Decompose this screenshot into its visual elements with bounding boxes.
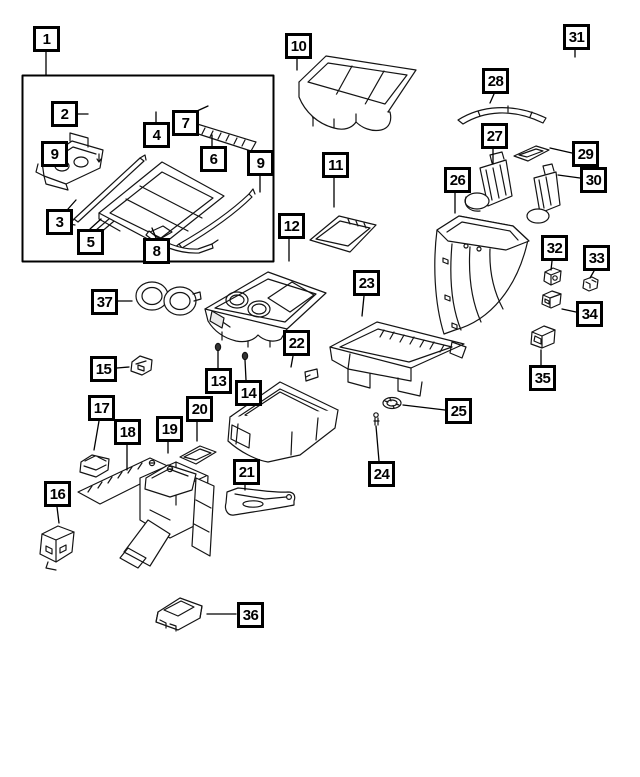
part-26-rear-panel — [434, 215, 530, 335]
callout-8[interactable]: 8 — [143, 238, 170, 264]
callout-4[interactable]: 4 — [143, 122, 170, 148]
part-33-clip — [582, 276, 599, 292]
callout-34[interactable]: 34 — [576, 301, 603, 327]
callout-23[interactable]: 23 — [353, 270, 380, 296]
callout-15[interactable]: 15 — [90, 356, 117, 382]
callout-37[interactable]: 37 — [91, 289, 118, 315]
callout-13[interactable]: 13 — [205, 368, 232, 394]
callout-9b[interactable]: 9 — [247, 150, 274, 176]
part-23-bin-lid-frame — [329, 321, 467, 397]
part-25-grommet — [382, 396, 402, 410]
callout-17[interactable]: 17 — [88, 395, 115, 421]
callout-32[interactable]: 32 — [541, 235, 568, 261]
callout-2[interactable]: 2 — [51, 101, 78, 127]
part-34-switch — [541, 290, 562, 309]
part-32-switch — [543, 267, 562, 286]
callout-12[interactable]: 12 — [278, 213, 305, 239]
part-13-fastener — [214, 342, 222, 352]
callout-18[interactable]: 18 — [114, 419, 141, 445]
leader-lines — [45, 49, 595, 615]
part-29-plate — [513, 145, 550, 162]
part-19-bracket — [144, 459, 197, 498]
callout-19[interactable]: 19 — [156, 416, 183, 442]
part-8-console-frame — [98, 161, 225, 247]
part-10-console-lid — [298, 55, 417, 132]
callout-21[interactable]: 21 — [233, 459, 260, 485]
callout-25[interactable]: 25 — [445, 398, 472, 424]
callout-27[interactable]: 27 — [481, 123, 508, 149]
callout-7[interactable]: 7 — [172, 110, 199, 136]
part-35-switch — [530, 325, 556, 349]
part-27-latch-bracket — [464, 151, 513, 212]
callout-5[interactable]: 5 — [77, 229, 104, 255]
part-21-trim-sill — [224, 487, 296, 516]
part-9-trim-strip-right — [173, 188, 256, 251]
part-36-module — [155, 597, 203, 632]
callout-3[interactable]: 3 — [46, 209, 73, 235]
callout-16[interactable]: 16 — [44, 481, 71, 507]
callout-26[interactable]: 26 — [444, 167, 471, 193]
part-37-cupholder-insert — [135, 281, 202, 316]
callout-33[interactable]: 33 — [583, 245, 610, 271]
callout-6[interactable]: 6 — [200, 146, 227, 172]
part-24-screw — [373, 412, 380, 426]
callout-1[interactable]: 1 — [33, 26, 60, 52]
callout-14[interactable]: 14 — [235, 380, 262, 406]
part-12-cupholder-tray — [204, 271, 327, 348]
part-28-curved-strip — [457, 105, 547, 125]
callout-11[interactable]: 11 — [322, 152, 349, 178]
part-20-gasket-plate — [179, 445, 217, 465]
callout-36[interactable]: 36 — [237, 602, 264, 628]
part-30-latch-bracket — [526, 163, 561, 224]
part-17-switch-module — [79, 454, 110, 478]
part-16-bracket — [39, 525, 75, 571]
callout-31[interactable]: 31 — [563, 24, 590, 50]
callout-22[interactable]: 22 — [283, 330, 310, 356]
part-11-bin-mat — [309, 215, 377, 253]
callout-28[interactable]: 28 — [482, 68, 509, 94]
part-15-switch — [130, 355, 153, 376]
part-14-fastener — [241, 351, 249, 361]
callout-30[interactable]: 30 — [580, 167, 607, 193]
callout-10[interactable]: 10 — [285, 33, 312, 59]
callout-29[interactable]: 29 — [572, 141, 599, 167]
callout-35[interactable]: 35 — [529, 365, 556, 391]
callout-20[interactable]: 20 — [186, 396, 213, 422]
callout-24[interactable]: 24 — [368, 461, 395, 487]
callout-9a[interactable]: 9 — [41, 141, 68, 167]
part-22-storage-bin — [227, 368, 339, 463]
